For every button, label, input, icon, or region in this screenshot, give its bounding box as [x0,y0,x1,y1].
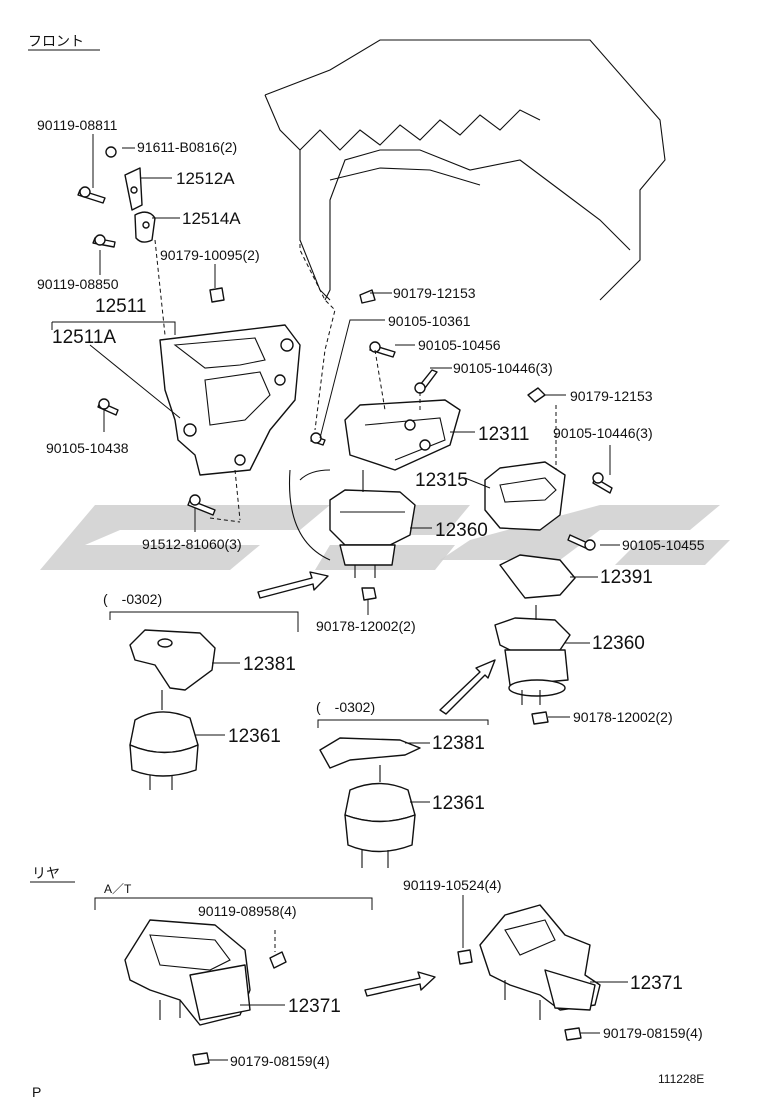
part-label-90105-10438: 90105-10438 [46,440,129,456]
engine-outline [264,39,666,561]
part-label-12511a: 12511A [52,327,116,348]
part-label-90119-08958: 90119-08958(4) [198,903,297,919]
part-label-12511: 12511 [95,296,146,317]
part-label-12360-a: 12360 [435,520,488,541]
mount-12361-center [344,765,416,868]
mount-12360-right [494,605,571,725]
page-letter: P [32,1084,41,1100]
part-label-12514a: 12514A [182,209,241,228]
part-label-90119-08811: 90119-08811 [37,117,118,133]
part-label-90178-12002-a: 90178-12002(2) [316,618,416,634]
mount-12381-center [319,737,421,769]
part-label-12315: 12315 [415,470,468,491]
part-label-90105-10455: 90105-10455 [622,537,705,553]
part-label-12361-b: 12361 [432,793,485,814]
mount-12361-left [129,690,199,790]
rear-label: リヤ [32,865,60,881]
mount-12311 [310,289,461,471]
part-label-90105-10446-b: 90105-10446(3) [553,425,653,441]
part-label-90178-12002-b: 90178-12002(2) [573,709,673,725]
bracket-12512a [77,146,156,248]
part-label-90105-10361: 90105-10361 [388,313,471,329]
part-label-91512-81060: 91512-81060(3) [142,536,242,552]
leader-lines [51,134,628,1061]
group-label-at: A／T [104,882,132,896]
part-label-90119-10524: 90119-10524(4) [403,877,502,893]
part-label-12360-b: 12360 [592,633,645,654]
part-label-90119-08850: 90119-08850 [37,276,119,292]
part-label-91611-b0816: 91611-B0816(2) [137,139,237,155]
labels: フロント リヤ ( -0302) ( -0302) A／T 90119-0881… [28,33,705,1100]
mount-12360-left [329,470,416,601]
mount-12371-right [457,904,601,1041]
part-label-90105-10446-a: 90105-10446(3) [453,360,553,376]
mount-12371-left [124,919,287,1066]
part-label-90179-12153-b: 90179-12153 [570,388,653,404]
group-label-early-right: ( -0302) [316,699,375,715]
part-label-12311: 12311 [478,424,529,445]
part-label-12391: 12391 [600,567,653,588]
part-label-90105-10456: 90105-10456 [418,337,501,353]
mount-12315 [484,387,613,551]
part-label-90179-10095: 90179-10095(2) [160,247,260,263]
part-label-12371-a: 12371 [630,973,683,994]
part-label-90179-08159-b: 90179-08159(4) [230,1053,330,1069]
part-label-12512a: 12512A [176,169,235,188]
part-label-12381-a: 12381 [243,654,296,675]
group-label-early-left: ( -0302) [103,591,162,607]
part-label-90179-12153-a: 90179-12153 [393,285,476,301]
part-label-12361-a: 12361 [228,726,281,747]
group-brackets [94,611,489,910]
diagram-code: 111228E [658,1072,704,1086]
arrows [257,571,496,997]
bracket-12511 [97,287,301,516]
part-label-12371-b: 12371 [288,996,341,1017]
part-label-12381-b: 12381 [432,733,485,754]
mount-12381-left [129,629,216,691]
front-label: フロント [28,33,84,49]
mount-12391 [499,554,576,599]
part-label-90179-08159-a: 90179-08159(4) [603,1025,703,1041]
